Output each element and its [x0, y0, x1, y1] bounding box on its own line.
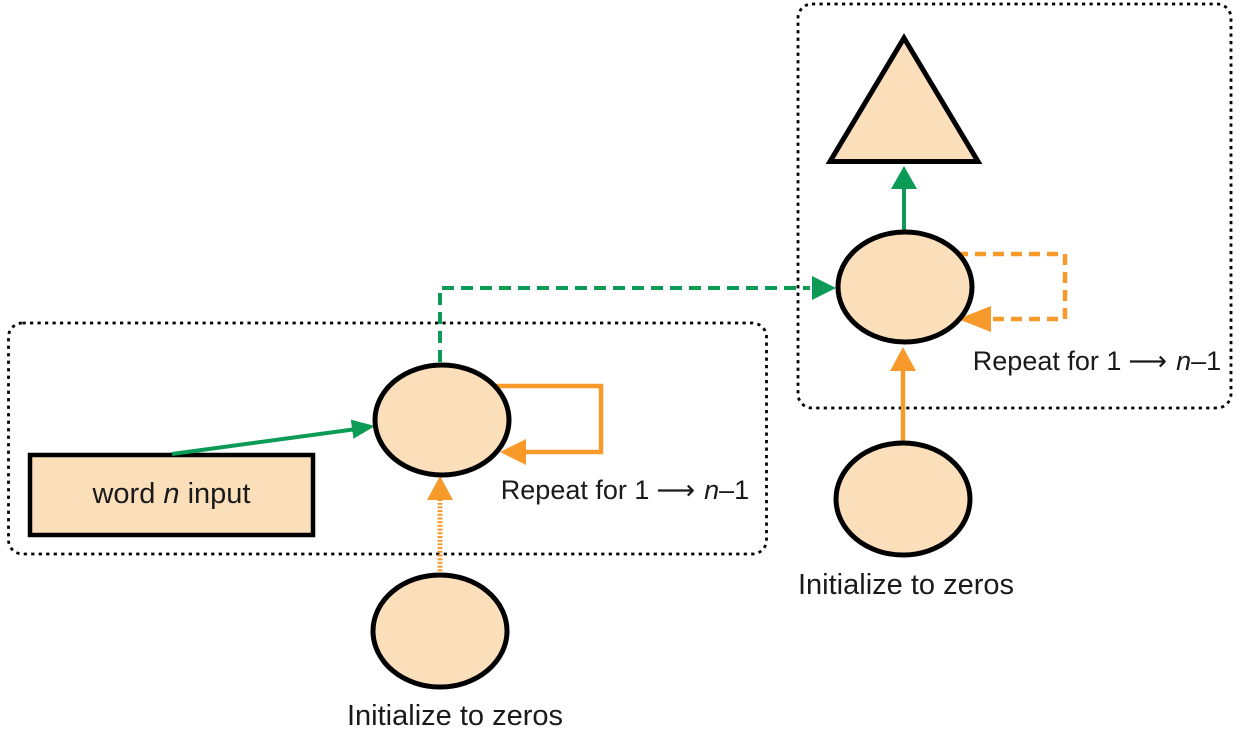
left-repeat-n-variable: n	[704, 475, 720, 505]
word-input-n-variable: n	[163, 478, 180, 511]
right-repeat-n-variable: n	[1176, 346, 1192, 376]
right-hidden-node	[835, 229, 975, 345]
word-input-box	[27, 452, 316, 538]
left-recurrence-loop-arrowhead	[500, 439, 526, 465]
right-repeat-label: Repeat for 1⟶n–1	[972, 346, 1222, 377]
output-triangle	[825, 33, 983, 164]
input-to-hidden-arrowhead	[350, 419, 375, 439]
input-to-hidden-arrow-line	[171, 427, 354, 456]
left-init-arrowhead	[427, 476, 453, 500]
right-recurrence-loop-line	[957, 251, 1068, 322]
word-input-label: word n input	[32, 457, 311, 533]
right-init-label: Initialize to zeros	[798, 569, 1014, 601]
right-arrow-glyph: ⟶	[656, 475, 696, 506]
right-init-arrowhead	[890, 347, 916, 371]
right-arrow-glyph: ⟶	[1128, 346, 1168, 377]
right-loop-group-border	[796, 2, 1233, 410]
left-repeat-label: Repeat for 1⟶n–1	[500, 475, 750, 506]
left-recurrence-loop-line	[494, 383, 604, 455]
left-hidden-node	[372, 362, 512, 478]
left-init-state-node	[370, 572, 510, 690]
state-handoff-arrowhead	[812, 276, 836, 300]
right-init-state-node	[833, 440, 973, 558]
state-handoff-dashed-line	[438, 286, 810, 362]
word-input-label-text: word n input	[92, 478, 251, 511]
hidden-to-output-arrowhead	[891, 166, 917, 189]
right-recurrence-loop-arrowhead	[958, 306, 991, 332]
left-init-label: Initialize to zeros	[347, 700, 563, 732]
left-loop-group-border	[7, 321, 768, 556]
